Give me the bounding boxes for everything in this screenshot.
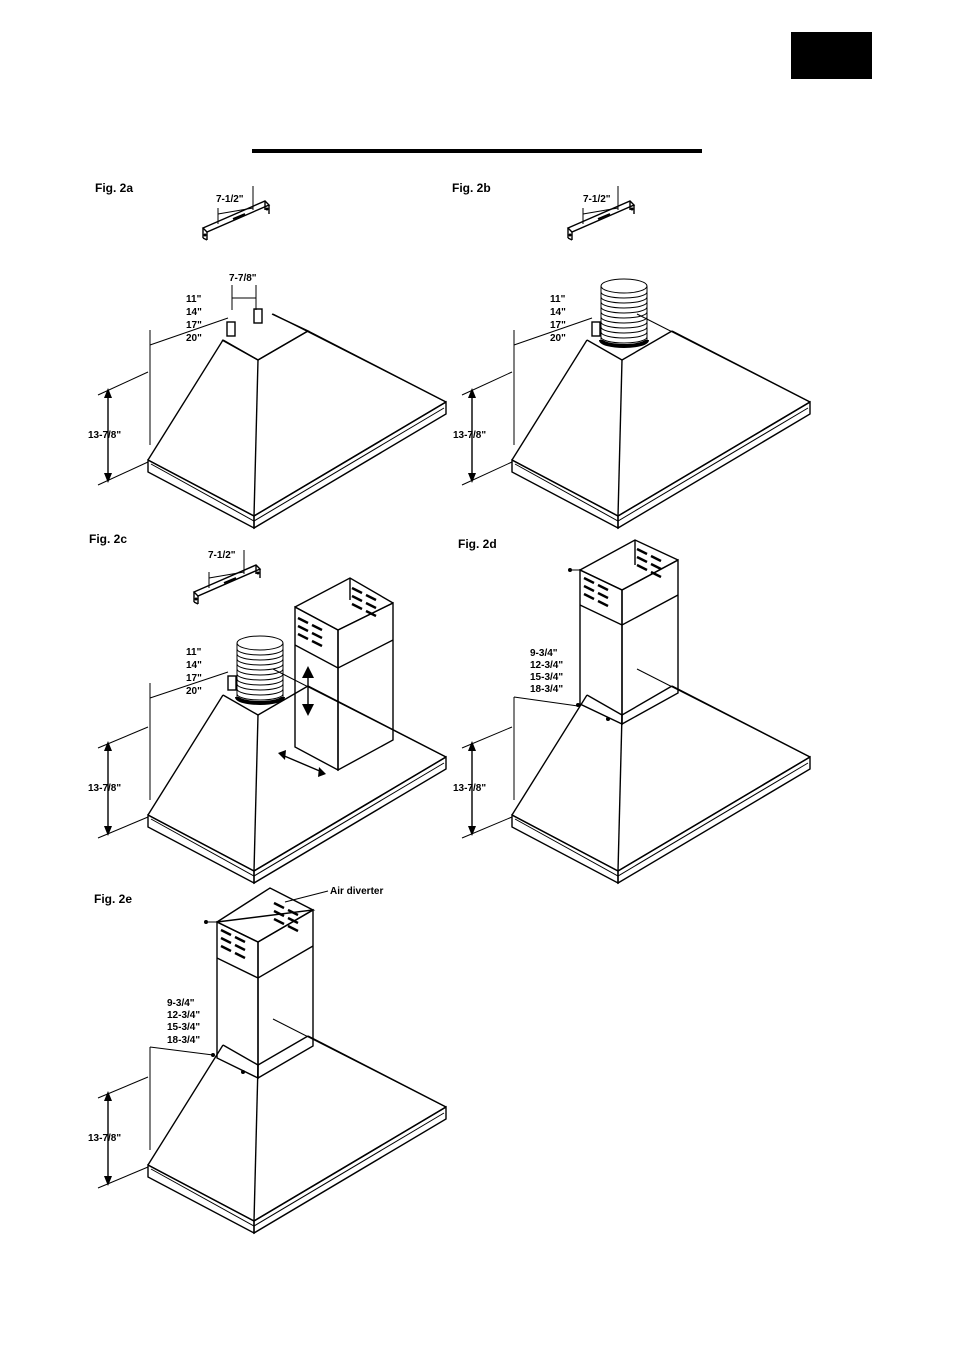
figure-2d: Fig. 2d 9-3/4" 12-3/4" 15-3/4" 18-3/4" 1… — [453, 537, 811, 884]
height-11-label: 11" — [186, 294, 202, 305]
height-18-3-4-label: 18-3/4" — [167, 1035, 200, 1046]
height-12-3-4-label: 12-3/4" — [530, 660, 563, 671]
bracket-spacing-label: 7-7/8" — [229, 273, 257, 284]
hood-height-label: 13-7/8" — [88, 430, 121, 441]
height-20-label: 20" — [550, 333, 566, 344]
figure-2e: Fig. 2e Air diverter 9-3/4" 12-3/4" 15-3… — [88, 886, 447, 1234]
fig-2b-label: Fig. 2b — [452, 181, 491, 195]
hood-height-label: 13-7/8" — [88, 783, 121, 794]
fig-2d-label: Fig. 2d — [458, 537, 497, 551]
height-9-3-4-label: 9-3/4" — [530, 648, 558, 659]
page-number-box — [791, 32, 872, 79]
bracket-width-label: 7-1/2" — [216, 194, 244, 205]
hood-height-label: 13-7/8" — [88, 1133, 121, 1144]
figure-2a: Fig. 2a 7-1/2" 7-7/8" 11" 14" 17" 20" 13… — [88, 181, 447, 529]
bracket-width-label: 7-1/2" — [583, 194, 611, 205]
hood-height-label: 13-7/8" — [453, 783, 486, 794]
chimney-cover — [294, 577, 394, 772]
bracket-width-label: 7-1/2" — [208, 550, 236, 561]
height-17-label: 17" — [186, 320, 202, 331]
range-hood-body — [147, 1018, 447, 1234]
height-17-label: 17" — [186, 673, 202, 684]
hood-height-label: 13-7/8" — [453, 430, 486, 441]
section-title-rule — [252, 149, 702, 153]
height-14-label: 14" — [186, 307, 202, 318]
range-hood-body — [147, 313, 447, 529]
fig-2a-label: Fig. 2a — [95, 181, 133, 195]
chimney-cover — [216, 887, 316, 1080]
height-11-label: 11" — [550, 294, 566, 305]
height-20-label: 20" — [186, 333, 202, 344]
height-9-3-4-label: 9-3/4" — [167, 998, 195, 1009]
height-15-3-4-label: 15-3/4" — [530, 672, 563, 683]
fig-2e-label: Fig. 2e — [94, 892, 132, 906]
height-18-3-4-label: 18-3/4" — [530, 684, 563, 695]
chimney-cover — [579, 539, 679, 726]
height-14-label: 14" — [186, 660, 202, 671]
air-diverter-callout: Air diverter — [330, 886, 383, 897]
height-17-label: 17" — [550, 320, 566, 331]
range-hood-body — [511, 668, 811, 884]
fig-2c-label: Fig. 2c — [89, 532, 127, 546]
figure-2c: Fig. 2c 7-1/2" 11" 14" 17" 20" — [88, 532, 447, 884]
height-11-label: 11" — [186, 647, 202, 658]
flexible-duct — [235, 634, 285, 705]
figure-2b: Fig. 2b 7-1/2" 11" 14" 17" 20" 13-7/8" — [452, 181, 811, 529]
flexible-duct — [599, 277, 649, 348]
height-14-label: 14" — [550, 307, 566, 318]
height-15-3-4-label: 15-3/4" — [167, 1022, 200, 1033]
height-12-3-4-label: 12-3/4" — [167, 1010, 200, 1021]
range-hood-body — [511, 313, 811, 529]
range-hood-body — [147, 668, 447, 884]
height-20-label: 20" — [186, 686, 202, 697]
